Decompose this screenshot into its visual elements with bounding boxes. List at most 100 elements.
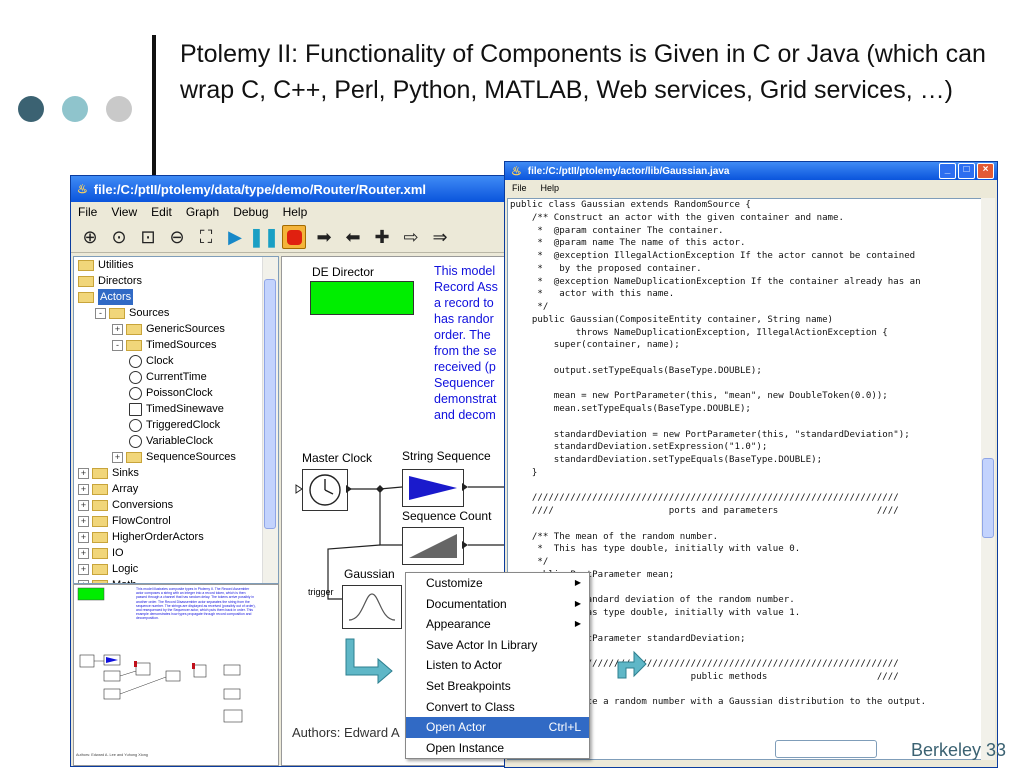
submenu-arrow-icon: ▶ [574, 578, 581, 587]
sine-icon [129, 402, 142, 416]
thumbnail-marker-2 [192, 663, 195, 669]
menu-file[interactable]: File [78, 205, 98, 219]
director-box[interactable] [310, 281, 414, 315]
director-label: DE Director [312, 265, 375, 279]
tree-item[interactable]: + IO [74, 545, 278, 561]
menu-item-save-actor-in-library[interactable]: Save Actor In Library [406, 635, 589, 656]
tree-item[interactable]: + SequenceSources [74, 449, 278, 465]
thumbnail-assembler [135, 662, 151, 676]
tree-item[interactable]: VariableClock [74, 433, 278, 449]
expand-icon[interactable]: + [78, 515, 89, 527]
tree-item[interactable]: - Sources [74, 305, 278, 321]
wire-clock-count [379, 489, 402, 546]
master-clock-actor[interactable] [302, 469, 348, 511]
tree-item[interactable]: +Logic [74, 561, 278, 577]
tree-item[interactable]: Directors [74, 273, 278, 289]
code-scrollbar[interactable] [981, 198, 995, 760]
tree-item[interactable]: +FlowControl [74, 513, 278, 529]
menu-item-shortcut: Ctrl+L [548, 720, 581, 735]
thumbnail-string-seq-mark [106, 657, 118, 663]
menu-file[interactable]: File [512, 183, 527, 193]
tree-item[interactable]: TriggeredClock [74, 417, 278, 433]
menu-help[interactable]: Help [540, 183, 560, 193]
tree-item-label: SequenceSources [146, 451, 236, 463]
zoom-out-icon[interactable]: ⊖ [169, 226, 185, 247]
model-thumbnail[interactable]: This model illustrates composite types i… [73, 584, 279, 766]
multiport-icon[interactable]: ✚ [374, 226, 390, 247]
tree-item[interactable]: TimedSinewave [74, 401, 278, 417]
menu-item-documentation[interactable]: Documentation▶ [406, 594, 589, 615]
minimize-icon[interactable]: _ [939, 163, 956, 179]
editor-titlebar[interactable]: ♨ file:/C:/ptII/ptolemy/actor/lib/Gaussi… [505, 162, 997, 180]
tree-item[interactable]: Actors [74, 289, 278, 305]
sequence-count-actor[interactable] [402, 527, 464, 565]
submenu-arrow-icon: ▶ [574, 598, 581, 608]
tree-item[interactable]: CurrentTime [74, 369, 278, 385]
expand-icon[interactable]: + [78, 499, 89, 511]
expand-icon[interactable]: + [112, 451, 123, 463]
code-scroll-thumb[interactable] [982, 458, 994, 538]
relation-diamond [376, 485, 384, 493]
port-icon[interactable]: ➡ [316, 226, 332, 247]
thumbnail-gaussian [103, 688, 121, 700]
tree-item[interactable]: +Sinks [74, 465, 278, 481]
expand-icon[interactable]: + [78, 531, 89, 543]
io-port-icon[interactable]: ⇨ [403, 226, 419, 247]
menu-help[interactable]: Help [282, 205, 308, 219]
expand-icon[interactable]: + [112, 323, 123, 335]
thumbnail-marker-1 [134, 661, 137, 667]
zoom-in-icon[interactable]: ⊕ [82, 226, 98, 247]
zoom-fit-icon[interactable]: ⊡ [140, 226, 156, 247]
tree-item[interactable]: + Array [74, 481, 278, 497]
menu-graph[interactable]: Graph [185, 205, 220, 219]
collapse-icon[interactable]: - [95, 307, 106, 319]
slide-dot-gray [106, 96, 132, 122]
tree-item-label: IO [112, 547, 124, 559]
menu-view[interactable]: View [111, 205, 138, 219]
string-sequence-actor[interactable] [402, 469, 464, 507]
folder-icon [78, 275, 94, 287]
stop-icon[interactable] [282, 225, 306, 249]
run-icon[interactable]: ▶ [228, 226, 242, 247]
tree-scroll-thumb[interactable] [264, 279, 276, 529]
output-port-icon[interactable]: ⬅ [345, 226, 361, 247]
menu-edit[interactable]: Edit [151, 205, 172, 219]
menu-item-set-breakpoints[interactable]: Set Breakpoints [406, 676, 589, 697]
menu-item-customize[interactable]: Customize ▶ [406, 573, 589, 594]
collapse-icon[interactable]: - [112, 339, 123, 351]
tree-scrollbar[interactable] [262, 257, 278, 583]
tree-item[interactable]: Clock [74, 353, 278, 369]
menu-debug[interactable]: Debug [233, 205, 269, 219]
menu-item-label: Customize [426, 576, 483, 590]
expand-icon[interactable]: + [78, 579, 89, 583]
menu-item-listen-to-actor[interactable]: Listen to Actor [406, 655, 589, 676]
vergil-titlebar[interactable]: ♨ file:/C:/ptII/ptolemy/data/type/demo/R… [71, 176, 509, 202]
close-icon[interactable]: × [977, 163, 994, 179]
menu-item-convert-to-class[interactable]: Convert to Class [406, 697, 589, 718]
tree-item[interactable]: + Conversions [74, 497, 278, 513]
expand-icon[interactable]: + [78, 547, 89, 559]
tree-item[interactable]: +GenericSources [74, 321, 278, 337]
full-screen-icon[interactable]: ⛶ [199, 226, 213, 247]
gaussian-actor[interactable] [342, 585, 402, 629]
tree-item[interactable]: +HigherOrderActors [74, 529, 278, 545]
zoom-reset-icon[interactable]: ⊙ [111, 226, 127, 247]
expand-icon[interactable]: + [78, 467, 89, 479]
tree-item-label: Conversions [112, 499, 174, 511]
expand-icon[interactable]: + [78, 483, 89, 495]
menu-item-appearance[interactable]: Appearance▶ [406, 614, 589, 635]
tree-item[interactable]: Utilities [74, 257, 278, 273]
master-clock-label: Master Clock [302, 451, 373, 465]
maximize-icon[interactable]: □ [958, 163, 975, 179]
tree-item-label: Sources [129, 307, 170, 319]
tree-item[interactable]: +Math [74, 577, 278, 583]
menu-item-open-instance[interactable]: Open Instance [406, 738, 589, 759]
pause-icon[interactable]: ❚❚ [248, 226, 280, 247]
relation-icon[interactable]: ⇒ [432, 226, 448, 247]
tree-item[interactable]: PoissonClock [74, 385, 278, 401]
expand-icon[interactable]: + [78, 563, 89, 575]
tree-item-label: Array [112, 483, 139, 495]
tree-item[interactable]: -TimedSources [74, 337, 278, 353]
